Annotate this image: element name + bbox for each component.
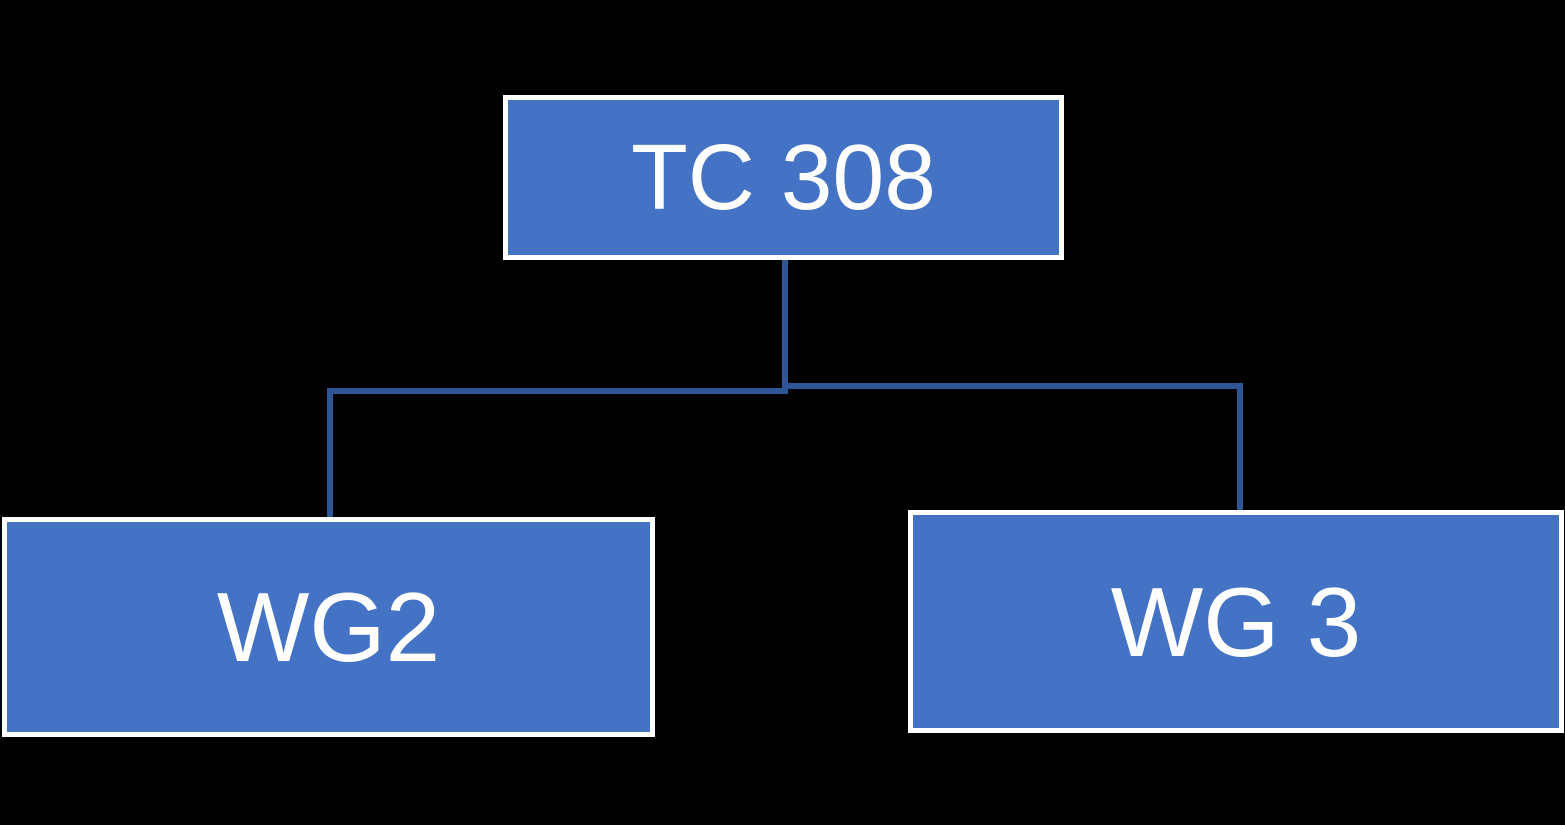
connector-tc308-wg3	[782, 258, 1243, 514]
node-wg2: WG2	[2, 517, 655, 737]
connector-tc308-wg2	[327, 258, 788, 520]
node-wg3-label: WG 3	[1110, 566, 1362, 677]
node-wg3: WG 3	[908, 510, 1564, 733]
node-wg2-label: WG2	[216, 572, 441, 682]
node-tc308-label: TC 308	[631, 125, 936, 229]
node-tc308: TC 308	[503, 95, 1064, 260]
